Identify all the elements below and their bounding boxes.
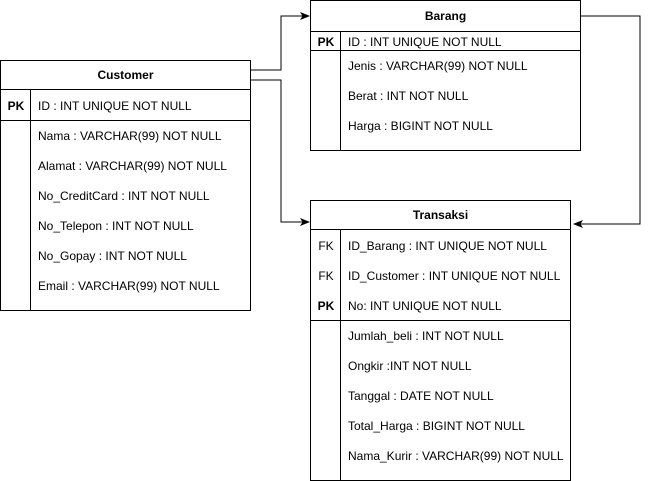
pk-marker: PK [7,99,25,113]
connector-customer-transaksi [250,79,310,226]
key-column-divider [340,230,341,480]
entity-title: Customer [1,61,250,90]
fk-marker: FK [318,269,334,283]
attribute-total-harga: Total_Harga : BIGINT NOT NULL [348,419,525,433]
attribute-berat: Berat : INT NOT NULL [348,89,469,103]
attribute-nama-kurir: Nama_Kurir : VARCHAR(99) NOT NULL [348,449,564,463]
pk-marker: PK [317,299,335,313]
entity-customer[interactable]: Customer PK ID : INT UNIQUE NOT NULL Nam… [0,60,251,311]
key-section-divider [1,120,250,121]
attribute-tanggal: Tanggal : DATE NOT NULL [348,389,494,403]
attribute-ongkir: Ongkir :INT NOT NULL [348,359,472,373]
attribute-id-barang: ID_Barang : INT UNIQUE NOT NULL [348,239,547,253]
attribute-no: No: INT UNIQUE NOT NULL [348,299,502,313]
attribute-no-telepon: No_Telepon : INT NOT NULL [38,219,194,233]
pk-marker: PK [317,35,335,49]
attribute-id-customer: ID_Customer : INT UNIQUE NOT NULL [348,269,561,283]
entity-title: Transaksi [311,201,570,230]
entity-transaksi[interactable]: Transaksi FK ID_Barang : INT UNIQUE NOT … [310,200,571,481]
attribute-no-gopay: No_Gopay : INT NOT NULL [38,249,187,263]
attribute-no-creditcard: No_CreditCard : INT NOT NULL [38,189,210,203]
attribute-jenis: Jenis : VARCHAR(99) NOT NULL [348,59,528,73]
attribute-nama: Nama : VARCHAR(99) NOT NULL [38,129,222,143]
key-column-divider [30,90,31,310]
attribute-jumlah-beli: Jumlah_beli : INT NOT NULL [348,329,504,343]
entity-title: Barang [311,1,580,32]
attribute-id: ID : INT UNIQUE NOT NULL [348,35,502,49]
attribute-email: Email : VARCHAR(99) NOT NULL [38,279,220,293]
entity-barang[interactable]: Barang PK ID : INT UNIQUE NOT NULL Jenis… [310,0,581,151]
fk-marker: FK [318,239,334,253]
connector-customer-barang [250,12,310,71]
key-section-divider [311,50,580,51]
attribute-alamat: Alamat : VARCHAR(99) NOT NULL [38,159,227,173]
key-column-divider [340,32,341,150]
key-section-divider [311,320,570,321]
attribute-id: ID : INT UNIQUE NOT NULL [38,99,192,113]
connector-barang-transaksi [573,15,641,228]
attribute-harga: Harga : BIGINT NOT NULL [348,119,493,133]
